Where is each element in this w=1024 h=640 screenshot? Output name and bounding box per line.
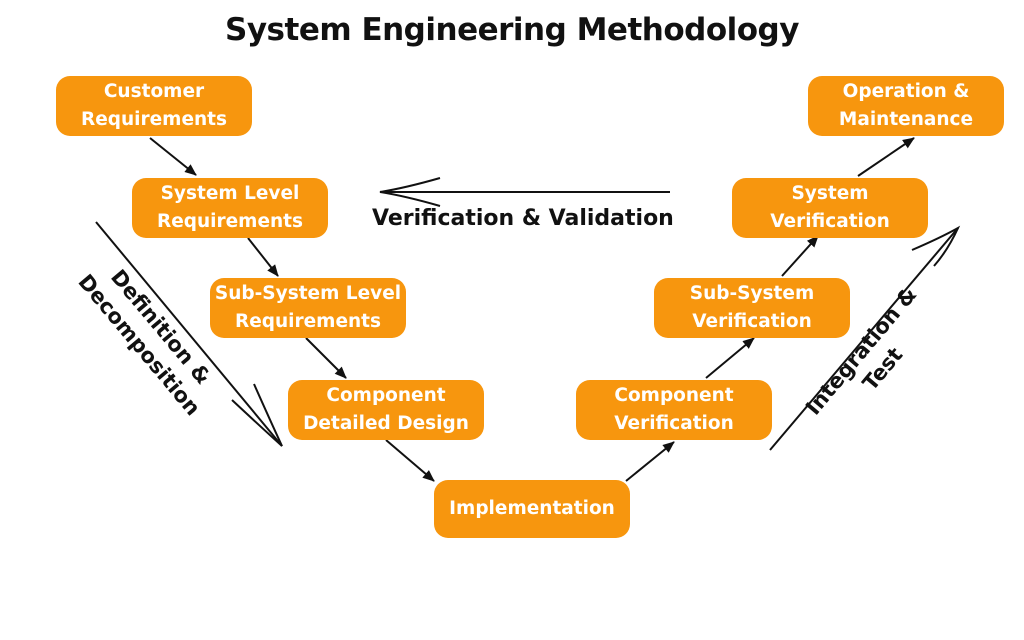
connector-component-to-implementation	[385, 439, 435, 482]
page-title: System Engineering Methodology	[225, 12, 799, 48]
node-system-level-requirements: System Level Requirements	[132, 178, 328, 238]
node-component-verification: Component Verification	[576, 380, 772, 440]
node-system-verification: System Verification	[732, 178, 928, 238]
node-implementation: Implementation	[434, 480, 630, 538]
integration-test-arrow	[769, 225, 961, 451]
connector-implementation-to-component-verification	[625, 441, 675, 482]
node-subsystem-level-requirements: Sub-System Level Requirements	[210, 278, 406, 338]
node-operation-maintenance: Operation & Maintenance	[808, 76, 1004, 136]
connector-system-to-subsystem	[247, 237, 279, 277]
definition-decomposition-arrow	[95, 221, 283, 447]
connector-customer-to-system	[149, 137, 197, 176]
connector-subsystem-to-component	[305, 337, 347, 379]
connector-system-verification-to-operation	[857, 137, 915, 177]
verification-validation-label: Verification & Validation	[372, 206, 674, 231]
connector-subsystem-verification-to-system-verification	[781, 235, 819, 277]
connector-component-verification-to-subsystem-verification	[705, 337, 755, 379]
node-customer-requirements: Customer Requirements	[56, 76, 252, 136]
node-component-detailed-design: Component Detailed Design	[288, 380, 484, 440]
verification-validation-arrow	[379, 177, 670, 207]
node-subsystem-verification: Sub-System Verification	[654, 278, 850, 338]
